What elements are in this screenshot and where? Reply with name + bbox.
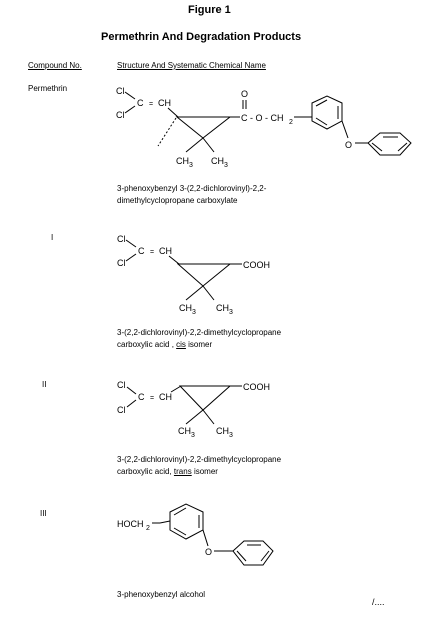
name-line: 3-phenoxybenzyl 3-(2,2-dichlorovinyl)-2,…: [117, 184, 267, 193]
atom-ch3: CH: [176, 156, 189, 166]
atom-ch3: CH: [179, 303, 192, 313]
atom-cl: Cl: [117, 234, 126, 244]
subscript: 2: [146, 525, 150, 532]
subscript: 2: [289, 119, 293, 126]
name-line: 3-(2,2-dichlorovinyl)-2,2-dimethylcyclop…: [117, 455, 282, 464]
atom-c: C: [137, 98, 144, 108]
atom-ch: CH: [158, 98, 171, 108]
atom-o: O: [205, 547, 212, 557]
name-prefix: carboxylic acid ,: [117, 340, 177, 349]
double-bond: =: [150, 249, 154, 256]
atom-cl: Cl: [117, 405, 126, 415]
double-bond: =: [149, 101, 153, 108]
atom-ch3: CH: [216, 303, 229, 313]
structure-i: Cl Cl C = CH COOH CH 3 CH 3: [117, 234, 270, 316]
header-structure: Structure And Systematic Chemical Name: [117, 61, 266, 70]
atom-cl: Cl: [117, 258, 126, 268]
atom-ch3: CH: [211, 156, 224, 166]
carboxyl-group: COOH: [243, 382, 270, 392]
atom-cl: Cl: [117, 380, 126, 390]
structure-ii: Cl Cl C = CH COOH CH 3 CH 3: [117, 380, 270, 439]
atom-o: O: [241, 89, 248, 99]
name-line: 3-phenoxybenzyl alcohol: [117, 590, 206, 599]
subscript: 3: [229, 432, 233, 439]
atom-cl: Cl: [116, 110, 125, 120]
compound-label-i: I: [51, 233, 54, 242]
chemical-name-iii: 3-phenoxybenzyl alcohol: [117, 589, 205, 601]
name-line: 3-(2,2-dichlorovinyl)-2,2-dimethylcyclop…: [117, 328, 282, 337]
compound-label-ii: II: [42, 380, 47, 389]
subscript: 3: [229, 309, 233, 316]
subscript: 3: [189, 162, 193, 169]
subscript: 3: [192, 309, 196, 316]
atom-c: C: [138, 392, 145, 402]
chemical-name-i: 3-(2,2-dichlorovinyl)-2,2-dimethylcyclop…: [117, 327, 281, 351]
subscript: 3: [224, 162, 228, 169]
structure-iii: HOCH 2 O: [117, 503, 274, 566]
name-prefix: carboxylic acid,: [117, 467, 174, 476]
continuation-mark: /....: [372, 597, 385, 607]
atom-ch3: CH: [216, 426, 229, 436]
chemical-name-ii: 3-(2,2-dichlorovinyl)-2,2-dimethylcyclop…: [117, 454, 281, 478]
subscript: 3: [191, 432, 195, 439]
figure-subtitle: Permethrin And Degradation Products: [101, 31, 302, 43]
atom-ch: CH: [159, 392, 172, 402]
name-line: dimethylcyclopropane carboxylate: [117, 196, 238, 205]
double-bond: =: [150, 395, 154, 402]
name-line: carboxylic acid, trans isomer: [117, 466, 281, 478]
header-compound-no: Compound No.: [28, 61, 82, 70]
isomer-cis: cis: [176, 340, 186, 349]
atom-ch3: CH: [178, 426, 191, 436]
name-line: carboxylic acid , cis isomer: [117, 339, 281, 351]
carboxyl-group: COOH: [243, 260, 270, 270]
atom-o: O: [345, 140, 352, 150]
name-suffix: isomer: [185, 340, 213, 349]
ester-group: C - O - CH: [241, 113, 284, 123]
isomer-trans: trans: [173, 467, 192, 476]
name-suffix: isomer: [191, 467, 218, 476]
figure-title: Figure 1: [188, 4, 231, 16]
atom-ch: CH: [159, 246, 172, 256]
chemical-name-permethrin: 3-phenoxybenzyl 3-(2,2-dichlorovinyl)-2,…: [117, 183, 266, 207]
atom-c: C: [138, 246, 145, 256]
compound-label-permethrin: Permethrin: [28, 84, 68, 93]
compound-label-iii: III: [40, 509, 47, 518]
structure-permethrin: Cl Cl C = CH CH 3 CH 3 O C - O - CH 2 O: [116, 86, 412, 169]
hydroxymethyl-group: HOCH: [117, 519, 144, 529]
atom-cl: Cl: [116, 86, 125, 96]
